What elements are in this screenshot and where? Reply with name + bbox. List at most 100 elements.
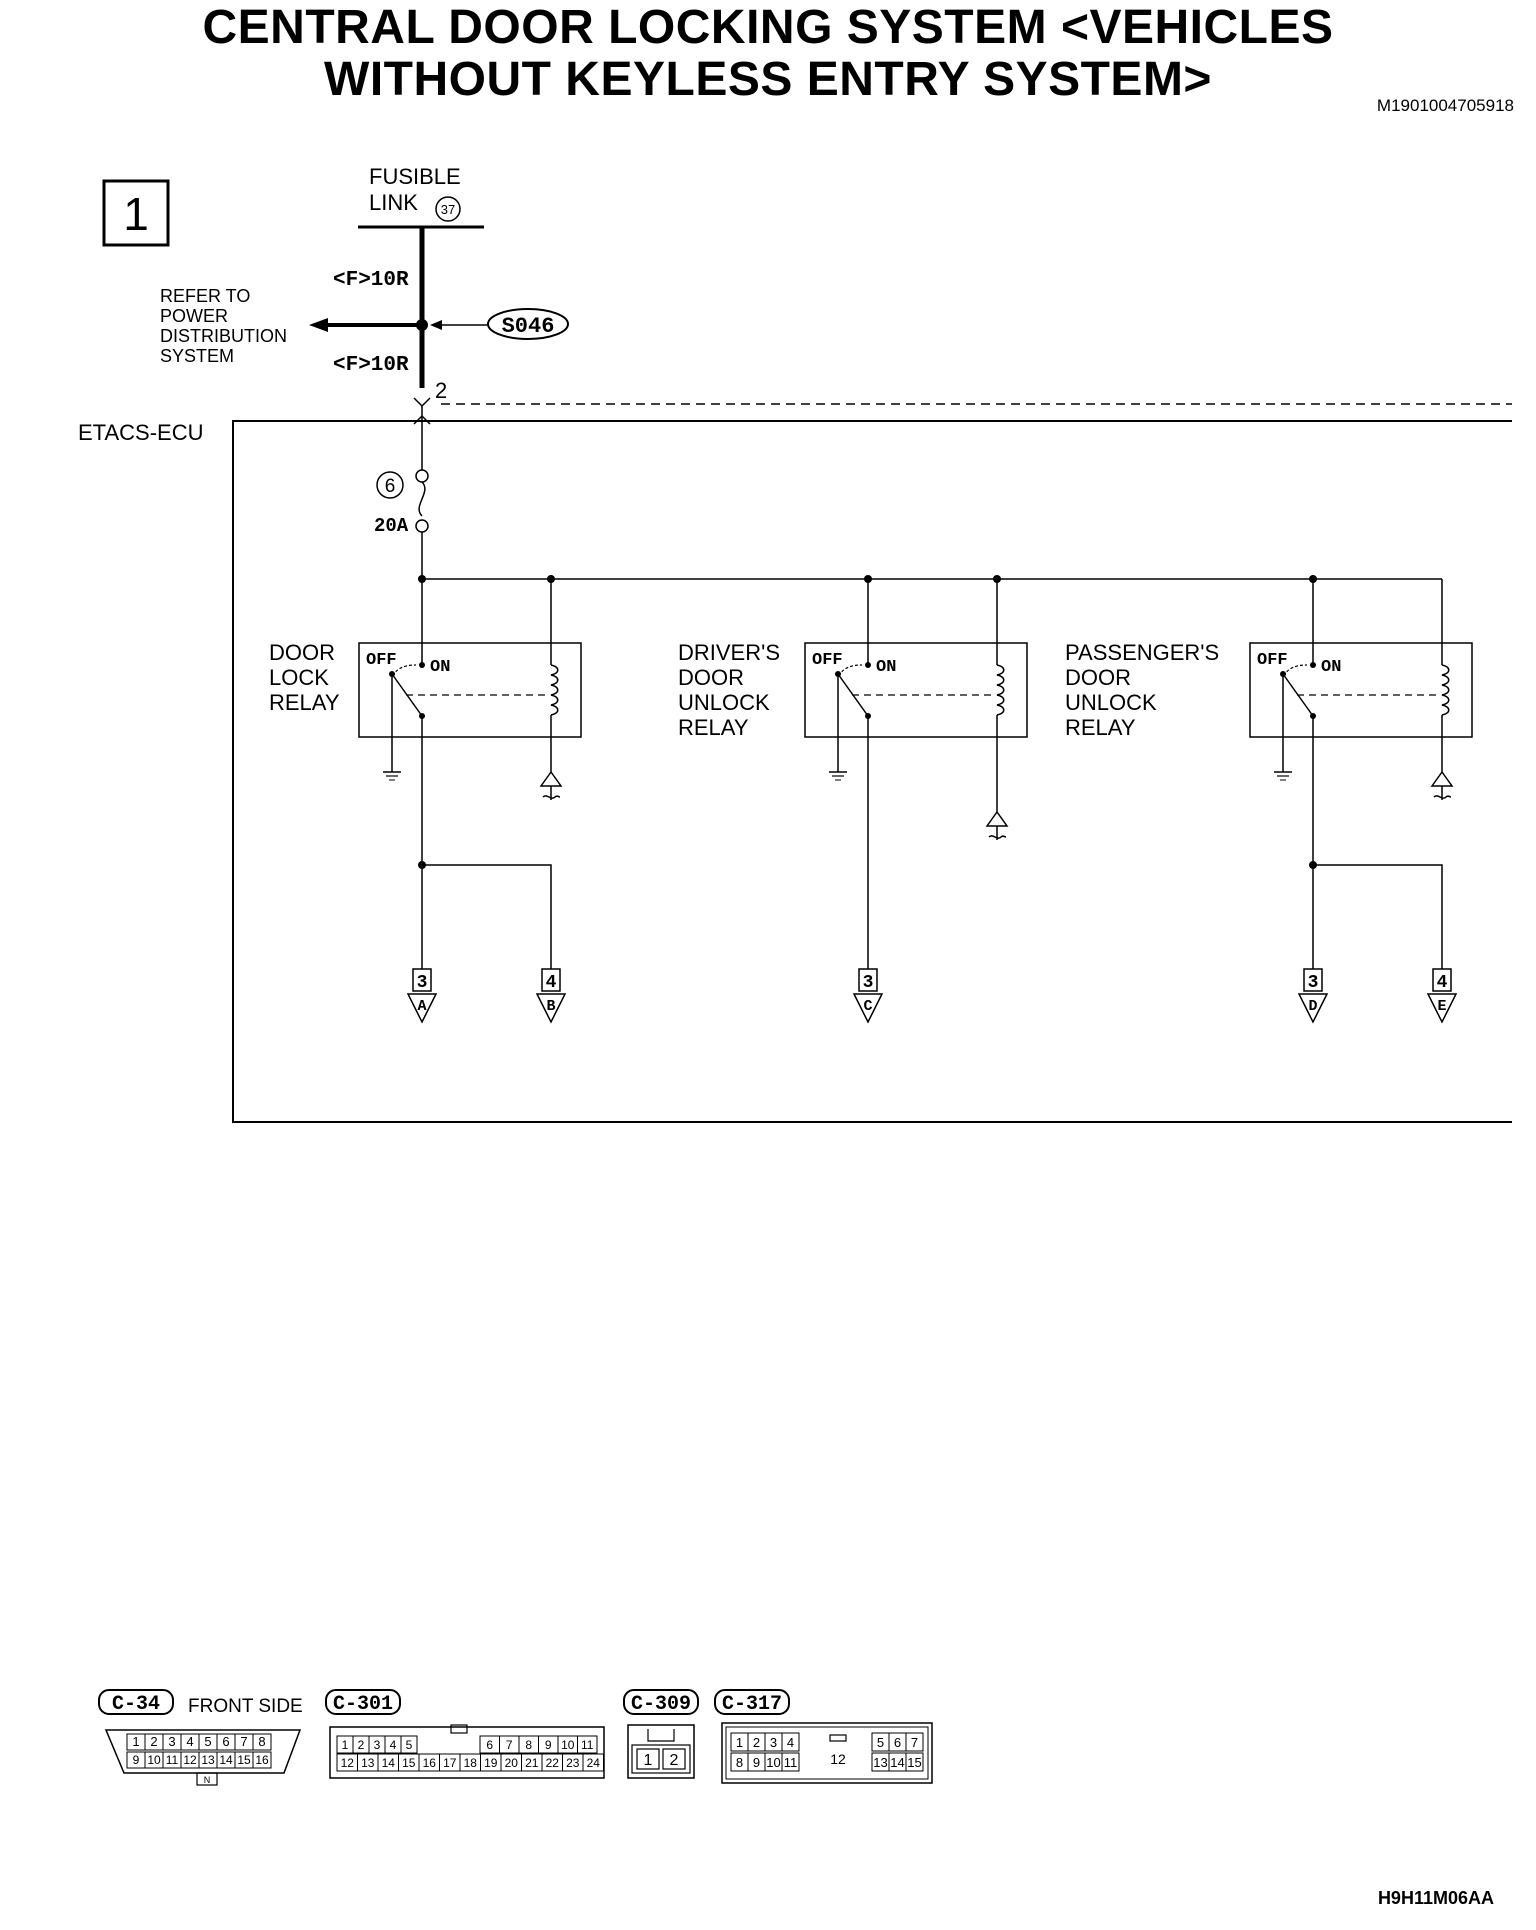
connector-pin-number: 15 bbox=[402, 1756, 416, 1770]
output-terminal-d: 3 D bbox=[1297, 968, 1329, 1024]
connector-pin-cell bbox=[400, 1735, 418, 1754]
svg-text:A: A bbox=[417, 998, 426, 1015]
fuse-terminal-bottom bbox=[415, 519, 429, 533]
connector-pin-cell bbox=[781, 1732, 800, 1752]
svg-text:FRONT SIDE: FRONT SIDE bbox=[188, 1696, 303, 1717]
connector-pin-number: 8 bbox=[258, 1734, 265, 1749]
connector-pin-number: 15 bbox=[907, 1755, 921, 1770]
svg-text:3: 3 bbox=[863, 973, 874, 993]
connector-pin-number: 3 bbox=[770, 1735, 777, 1750]
relay-3-name-3: UNLOCK bbox=[1065, 690, 1157, 715]
connector-pin-number: 13 bbox=[361, 1756, 375, 1770]
refer-text-4: SYSTEM bbox=[160, 346, 234, 366]
relay-1-name-3: RELAY bbox=[269, 690, 340, 715]
connector-pin-number: 14 bbox=[382, 1756, 396, 1770]
diagram-title-line-2: WITHOUT KEYLESS ENTRY SYSTEM> bbox=[324, 53, 1212, 106]
output-terminal-e: 4 E bbox=[1426, 968, 1458, 1024]
connector-pin-number: 24 bbox=[587, 1756, 601, 1770]
svg-text:3: 3 bbox=[417, 973, 428, 993]
connector-pin-number: 7 bbox=[506, 1738, 513, 1752]
svg-text:B: B bbox=[546, 998, 555, 1015]
output-terminal-a: 3 A bbox=[406, 968, 438, 1024]
relay-3-off-label: OFF bbox=[1257, 651, 1288, 670]
splice-node bbox=[416, 319, 428, 331]
svg-text:C-34: C-34 bbox=[112, 1693, 160, 1716]
connector-pin-number: 4 bbox=[787, 1735, 794, 1750]
splice-label: S046 bbox=[502, 314, 555, 339]
fuse-element bbox=[418, 481, 426, 517]
connector-pin-number: 5 bbox=[204, 1734, 211, 1749]
connector-pin-number: 9 bbox=[545, 1738, 552, 1752]
connector-pin-number: 22 bbox=[546, 1756, 560, 1770]
output-terminal-c: 3 C bbox=[852, 968, 884, 1024]
svg-text:C-309: C-309 bbox=[631, 1693, 691, 1716]
connector-pin-number: 2 bbox=[358, 1738, 365, 1752]
page-number-box bbox=[102, 179, 170, 247]
connector-pin-cell bbox=[905, 1732, 924, 1752]
connector-pin-cell bbox=[905, 1752, 924, 1772]
relay-1-box bbox=[358, 642, 582, 738]
connector-pin-number: 8 bbox=[736, 1755, 743, 1770]
svg-text:2: 2 bbox=[670, 1752, 679, 1769]
connector-pin-number: 2 bbox=[150, 1734, 157, 1749]
connector-pin-number: 5 bbox=[406, 1738, 413, 1752]
connector-pin-cell bbox=[252, 1751, 272, 1769]
document-id: M1901004705918 bbox=[1376, 96, 1514, 115]
relay-3-box bbox=[1249, 642, 1473, 738]
splice-pointer-head bbox=[430, 320, 442, 330]
wire-label-bottom: <F>10R bbox=[333, 354, 409, 377]
connector-pin-number: 16 bbox=[423, 1756, 437, 1770]
fusible-link-label-1: FUSIBLE bbox=[369, 164, 461, 189]
fuse-rating: 20A bbox=[374, 515, 409, 537]
relay-2-name-1: DRIVER'S bbox=[678, 640, 780, 665]
relay-3-name-1: PASSENGER'S bbox=[1065, 640, 1219, 665]
svg-text:C-301: C-301 bbox=[333, 1693, 393, 1716]
relay-1-name-2: LOCK bbox=[269, 665, 329, 690]
connector-pin-number: 14 bbox=[219, 1753, 233, 1767]
connector-pin-number: 15 bbox=[237, 1753, 251, 1767]
connector-mark-top bbox=[413, 397, 431, 408]
connector-pin-number: 12 bbox=[183, 1753, 197, 1767]
svg-text:1: 1 bbox=[644, 1752, 653, 1769]
connector-pin-number: 18 bbox=[464, 1756, 478, 1770]
refer-arrowhead bbox=[309, 318, 328, 332]
connector-pin-number: 10 bbox=[766, 1755, 780, 1770]
connector-pin-cell bbox=[577, 1735, 598, 1754]
connector-pin-number: 6 bbox=[486, 1738, 493, 1752]
connector-pin-number: 11 bbox=[581, 1738, 594, 1752]
connector-pin-number: 9 bbox=[753, 1755, 760, 1770]
svg-text:4: 4 bbox=[1437, 973, 1448, 993]
connector-pin-number: 12 bbox=[341, 1756, 355, 1770]
connector-pin-number: 3 bbox=[374, 1738, 381, 1752]
connector-pin-number: 23 bbox=[566, 1756, 580, 1770]
ecu-box bbox=[232, 420, 1512, 1123]
connector-pin-number: 19 bbox=[484, 1756, 498, 1770]
connector-pin-number: 4 bbox=[186, 1734, 193, 1749]
refer-text-2: POWER bbox=[160, 306, 228, 326]
connector-pin-number: 1 bbox=[342, 1738, 349, 1752]
door-lock-relay: DOOR LOCK RELAY OFF ON bbox=[269, 579, 582, 969]
svg-text:12: 12 bbox=[830, 1751, 846, 1767]
connector-pin-number: 5 bbox=[877, 1735, 884, 1750]
relay-2-on-label: ON bbox=[876, 658, 896, 677]
fuse-number: 6 bbox=[385, 476, 396, 497]
connector-pin-number: 21 bbox=[525, 1756, 539, 1770]
refer-text-1: REFER TO bbox=[160, 286, 250, 306]
svg-text:4: 4 bbox=[546, 973, 557, 993]
connector-pin-number: 10 bbox=[561, 1738, 575, 1752]
relay-2-name-3: UNLOCK bbox=[678, 690, 770, 715]
svg-text:3: 3 bbox=[1308, 973, 1319, 993]
relay-2-box bbox=[804, 642, 1028, 738]
connector-pin-number: 9 bbox=[133, 1753, 140, 1767]
relay-1-name-1: DOOR bbox=[269, 640, 335, 665]
figure-code: H9H11M06AA bbox=[1377, 1888, 1494, 1908]
connector-pin-number: 8 bbox=[525, 1738, 532, 1752]
relay-1-off-label: OFF bbox=[366, 651, 397, 670]
connector-pin-number: 6 bbox=[894, 1735, 901, 1750]
fusible-link-label-2: LINK bbox=[369, 190, 418, 215]
connector-pin-number: 3 bbox=[168, 1734, 175, 1749]
